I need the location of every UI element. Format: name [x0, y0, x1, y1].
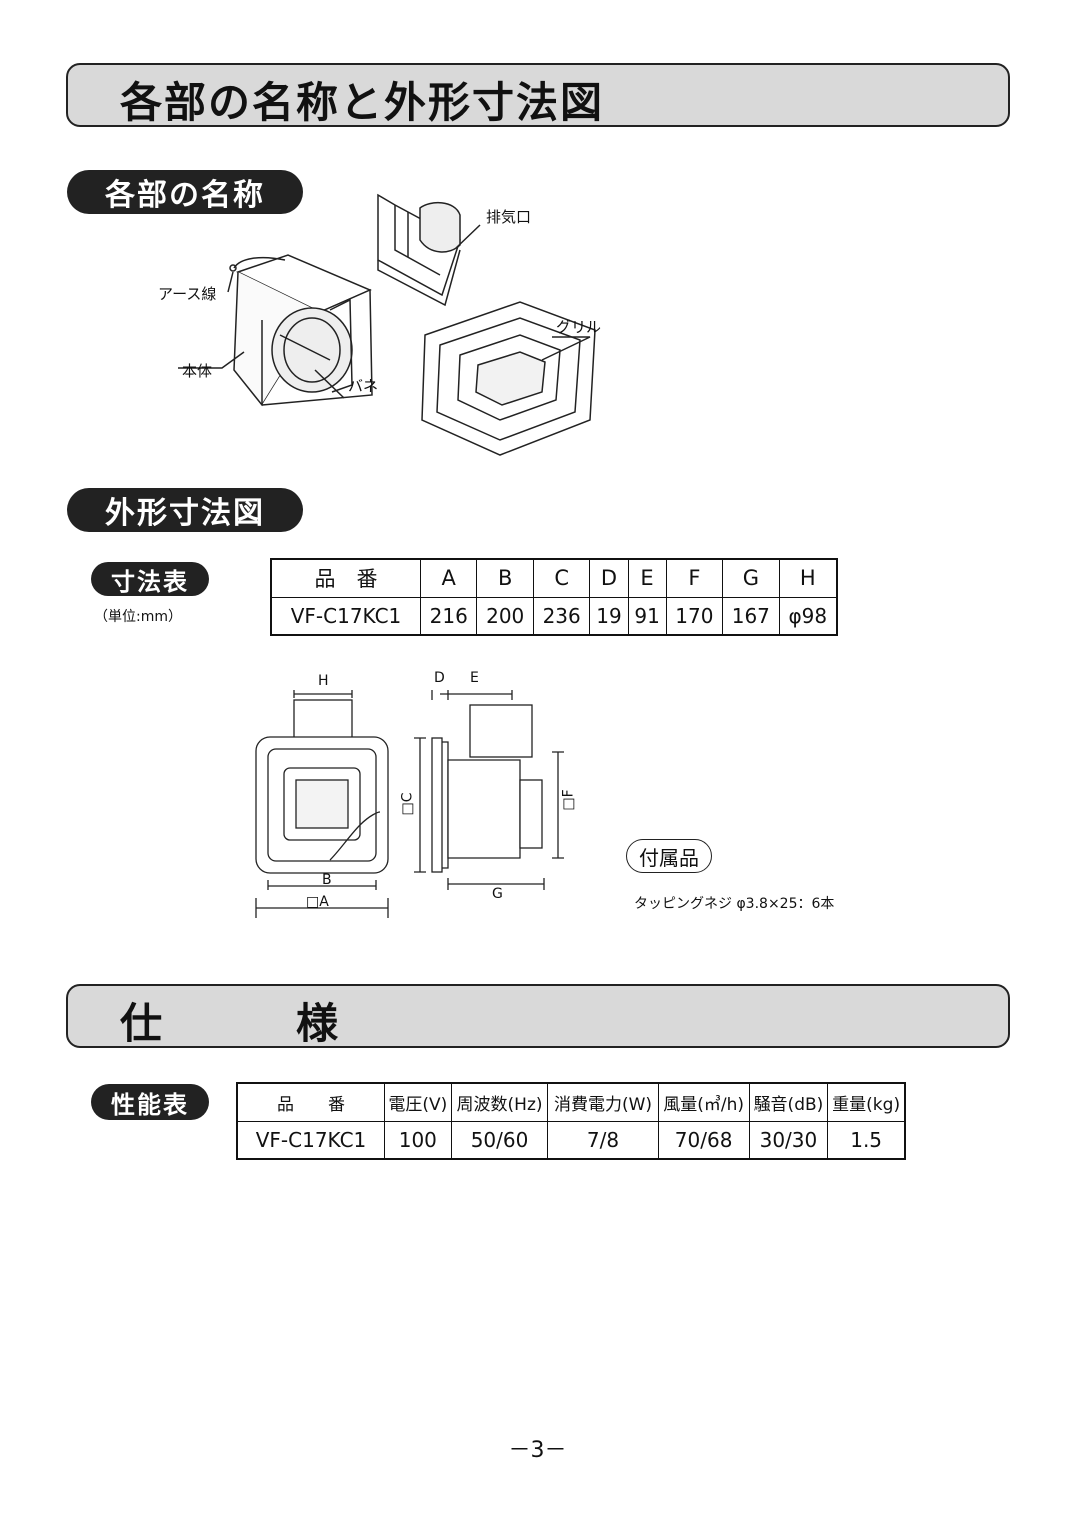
- dim-value-a: 216: [419, 596, 478, 636]
- unit-label: （単位:mm）: [94, 609, 182, 625]
- page-number: －3－: [508, 1438, 567, 1463]
- title-banner: 各部の名称と外形寸法図: [66, 63, 1010, 127]
- dim-header-a: A: [419, 558, 478, 598]
- dimensions-heading: 外形寸法図: [67, 488, 303, 532]
- spec-banner: 仕 様: [66, 984, 1010, 1048]
- perf-value-model: VF-C17KC1: [236, 1120, 385, 1160]
- dim-value-model: VF-C17KC1: [270, 596, 421, 636]
- dim-label-a: □A: [306, 894, 329, 910]
- dim-label-g: G: [492, 886, 503, 902]
- perf-header-model: 品 番: [236, 1082, 385, 1122]
- parts-illustration: [178, 193, 596, 456]
- dim-label-f: □F: [560, 789, 577, 811]
- label-body: 本体: [182, 362, 213, 380]
- dimension-drawing: [255, 690, 564, 918]
- dim-label-e: E: [470, 670, 479, 686]
- performance-label: 性能表: [91, 1084, 209, 1120]
- dim-header-e: E: [627, 558, 667, 598]
- dim-value-b: 200: [476, 596, 534, 636]
- dim-value-f: 170: [665, 596, 724, 636]
- dim-header-g: G: [722, 558, 780, 598]
- dim-value-h: φ98: [778, 596, 838, 636]
- label-grille: グリル: [556, 318, 602, 336]
- perf-value-voltage: 100: [384, 1120, 452, 1160]
- dim-value-c: 236: [532, 596, 591, 636]
- label-earth: アース線: [158, 285, 217, 303]
- perf-value-weight: 1.5: [827, 1120, 906, 1160]
- perf-header-airflow: 風量(㎥/h): [657, 1082, 750, 1122]
- dim-header-f: F: [665, 558, 724, 598]
- perf-value-power: 7/8: [547, 1120, 659, 1160]
- dim-header-d: D: [589, 558, 629, 598]
- perf-value-noise: 30/30: [748, 1120, 829, 1160]
- perf-header-frequency: 周波数(Hz): [450, 1082, 549, 1122]
- dim-label-d: D: [434, 670, 445, 686]
- dim-header-model: 品 番: [270, 558, 421, 598]
- perf-header-weight: 重量(kg): [827, 1082, 906, 1122]
- perf-header-power: 消費電力(W): [547, 1082, 659, 1122]
- dimension-table: 品 番 A B C D E F G H VF-C17KC1 216 200 23…: [270, 558, 838, 636]
- dim-value-d: 19: [589, 596, 629, 636]
- dim-value-g: 167: [722, 596, 780, 636]
- dim-label-b: B: [322, 872, 332, 888]
- dim-value-e: 91: [627, 596, 667, 636]
- dimension-table-label: 寸法表: [91, 562, 209, 596]
- label-exhaust: 排気口: [486, 208, 532, 226]
- dim-label-h: H: [318, 673, 329, 689]
- label-spring: バネ: [348, 377, 379, 395]
- perf-value-frequency: 50/60: [450, 1120, 549, 1160]
- performance-table: 品 番 電圧(V) 周波数(Hz) 消費電力(W) 風量(㎥/h) 騒音(dB)…: [236, 1082, 906, 1160]
- perf-header-voltage: 電圧(V): [384, 1082, 452, 1122]
- parts-heading: 各部の名称: [67, 170, 303, 214]
- spec-title: 仕 様: [120, 999, 341, 1048]
- perf-value-airflow: 70/68: [657, 1120, 750, 1160]
- perf-header-noise: 騒音(dB): [748, 1082, 829, 1122]
- dim-label-c: □C: [399, 792, 416, 816]
- accessory-badge: 付属品: [626, 839, 712, 873]
- accessory-text: タッピングネジ φ3.8×25：6本: [634, 896, 835, 912]
- page-title: 各部の名称と外形寸法図: [120, 78, 605, 127]
